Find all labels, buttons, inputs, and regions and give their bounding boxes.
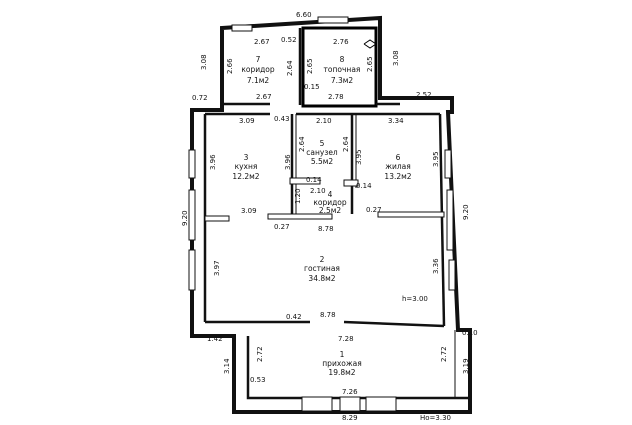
dim-8-78-bottom: 8.78	[320, 311, 336, 319]
room2-area: 34.8м2	[308, 274, 335, 283]
room2-num: 2	[320, 255, 325, 264]
bath-partition-2	[343, 179, 359, 187]
window-right-mid	[446, 189, 454, 251]
dim-2-52: 2.52	[416, 91, 432, 99]
window-top-left	[231, 24, 253, 32]
dim-0-10: 0.10	[462, 329, 478, 337]
dim-0-15: 0.15	[304, 83, 320, 91]
dim-0-53: 0.53	[250, 376, 266, 384]
dim-3-96-right: 3.96	[284, 154, 292, 170]
room8-name: топочная	[324, 65, 361, 74]
room3-num: 3	[244, 153, 249, 162]
window-kitchen-left	[188, 149, 196, 179]
room1-name: прихожая	[322, 359, 361, 368]
window-right-upper	[444, 149, 452, 179]
dim-2-66: 2.66	[226, 58, 234, 74]
kitchen-wall-stub	[204, 215, 230, 222]
window-bottom-3	[365, 396, 397, 412]
dim-2-64-a: 2.64	[286, 60, 294, 76]
wall-right-inner	[438, 113, 446, 327]
dim-0-14-b: 0.14	[356, 182, 372, 190]
room4-name: коридор	[313, 198, 347, 207]
dim-2-64-b: 2.64	[298, 136, 306, 152]
room8-area: 7.3м2	[331, 76, 354, 85]
dim-3-08-left: 3.08	[200, 54, 208, 70]
dim-3-95-a: 3.95	[355, 149, 363, 165]
room5-area: 5.5м2	[311, 157, 334, 166]
boiler-icon	[363, 39, 377, 49]
dim-top-6-60: 6.60	[296, 11, 312, 19]
room3-name: кухня	[235, 162, 258, 171]
dim-3-34: 3.34	[388, 117, 404, 125]
dim-0-14-a: 0.14	[306, 176, 322, 184]
dim-3-19: 3.19	[462, 358, 470, 374]
dim-3-14: 3.14	[223, 358, 231, 374]
dim-2-10-top: 2.10	[316, 117, 332, 125]
room2-name: гостиная	[304, 264, 340, 273]
height-3-30: Hо=3.30	[420, 414, 451, 422]
dim-8-78-top: 8.78	[318, 225, 334, 233]
dim-3-09-top: 3.09	[239, 117, 255, 125]
dim-7-26: 7.26	[342, 388, 358, 396]
bath-partition	[289, 177, 321, 185]
room7-area: 7.1м2	[247, 76, 270, 85]
dim-9-20-left: 9.20	[181, 210, 189, 226]
window-right-lower	[448, 259, 456, 291]
dim-1-42: 1.42	[207, 335, 223, 343]
dim-2-67-top: 2.67	[254, 38, 270, 46]
dim-3-36: 3.36	[432, 258, 440, 274]
dim-7-28: 7.28	[338, 335, 354, 343]
dim-0-42: 0.42	[286, 313, 302, 321]
dim-9-20-right: 9.20	[462, 204, 470, 220]
dim-2-65-b: 2.65	[366, 56, 374, 72]
dim-2-78: 2.78	[328, 93, 344, 101]
wall-living-bottom-right	[343, 320, 445, 328]
room6-name: жилая	[385, 162, 411, 171]
room1-num: 1	[340, 350, 345, 359]
height-3-00: h=3.00	[402, 295, 428, 303]
room5-num: 5	[320, 139, 325, 148]
dim-1-20: 1.20	[294, 188, 302, 204]
room3-area: 12.2м2	[232, 172, 259, 181]
dim-3-08-right: 3.08	[392, 50, 400, 66]
dim-2-65-a: 2.65	[306, 58, 314, 74]
dim-2-72-left: 2.72	[256, 346, 264, 362]
room7-name: коридор	[241, 65, 275, 74]
window-top-boiler	[317, 16, 349, 24]
bedroom-wall	[377, 211, 445, 218]
dim-3-96-left: 3.96	[209, 154, 217, 170]
room4-num: 4	[328, 190, 333, 199]
room1-area: 19.8м2	[328, 368, 355, 377]
room6-area: 13.2м2	[384, 172, 411, 181]
dim-3-97: 3.97	[213, 260, 221, 276]
room5-name: санузел	[306, 148, 338, 157]
window-bottom-2	[339, 396, 361, 412]
room7-num: 7	[256, 55, 261, 64]
room8-num: 8	[340, 55, 345, 64]
dim-3-09-mid: 3.09	[241, 207, 257, 215]
dim-0-43: 0.43	[274, 115, 290, 123]
dim-0-27-a: 0.27	[274, 223, 290, 231]
corridor-wall	[267, 213, 333, 220]
window-left-mid	[188, 189, 196, 241]
window-bottom-1	[301, 396, 333, 412]
dim-2-64-c: 2.64	[342, 136, 350, 152]
dim-0-72: 0.72	[192, 94, 208, 102]
dim-8-29: 8.29	[342, 414, 358, 422]
dim-2-67-bottom: 2.67	[256, 93, 272, 101]
dim-2-76: 2.76	[333, 38, 349, 46]
dim-2-10-mid: 2.10	[310, 187, 326, 195]
dim-2-72-right: 2.72	[440, 346, 448, 362]
room4-area: 2.5м2	[319, 206, 342, 215]
dim-3-95-b: 3.95	[432, 151, 440, 167]
boiler-room-box	[301, 26, 378, 108]
room6-num: 6	[396, 153, 401, 162]
dim-0-27-b: 0.27	[366, 206, 382, 214]
window-left-lower	[188, 249, 196, 291]
dim-0-52: 0.52	[281, 36, 297, 44]
